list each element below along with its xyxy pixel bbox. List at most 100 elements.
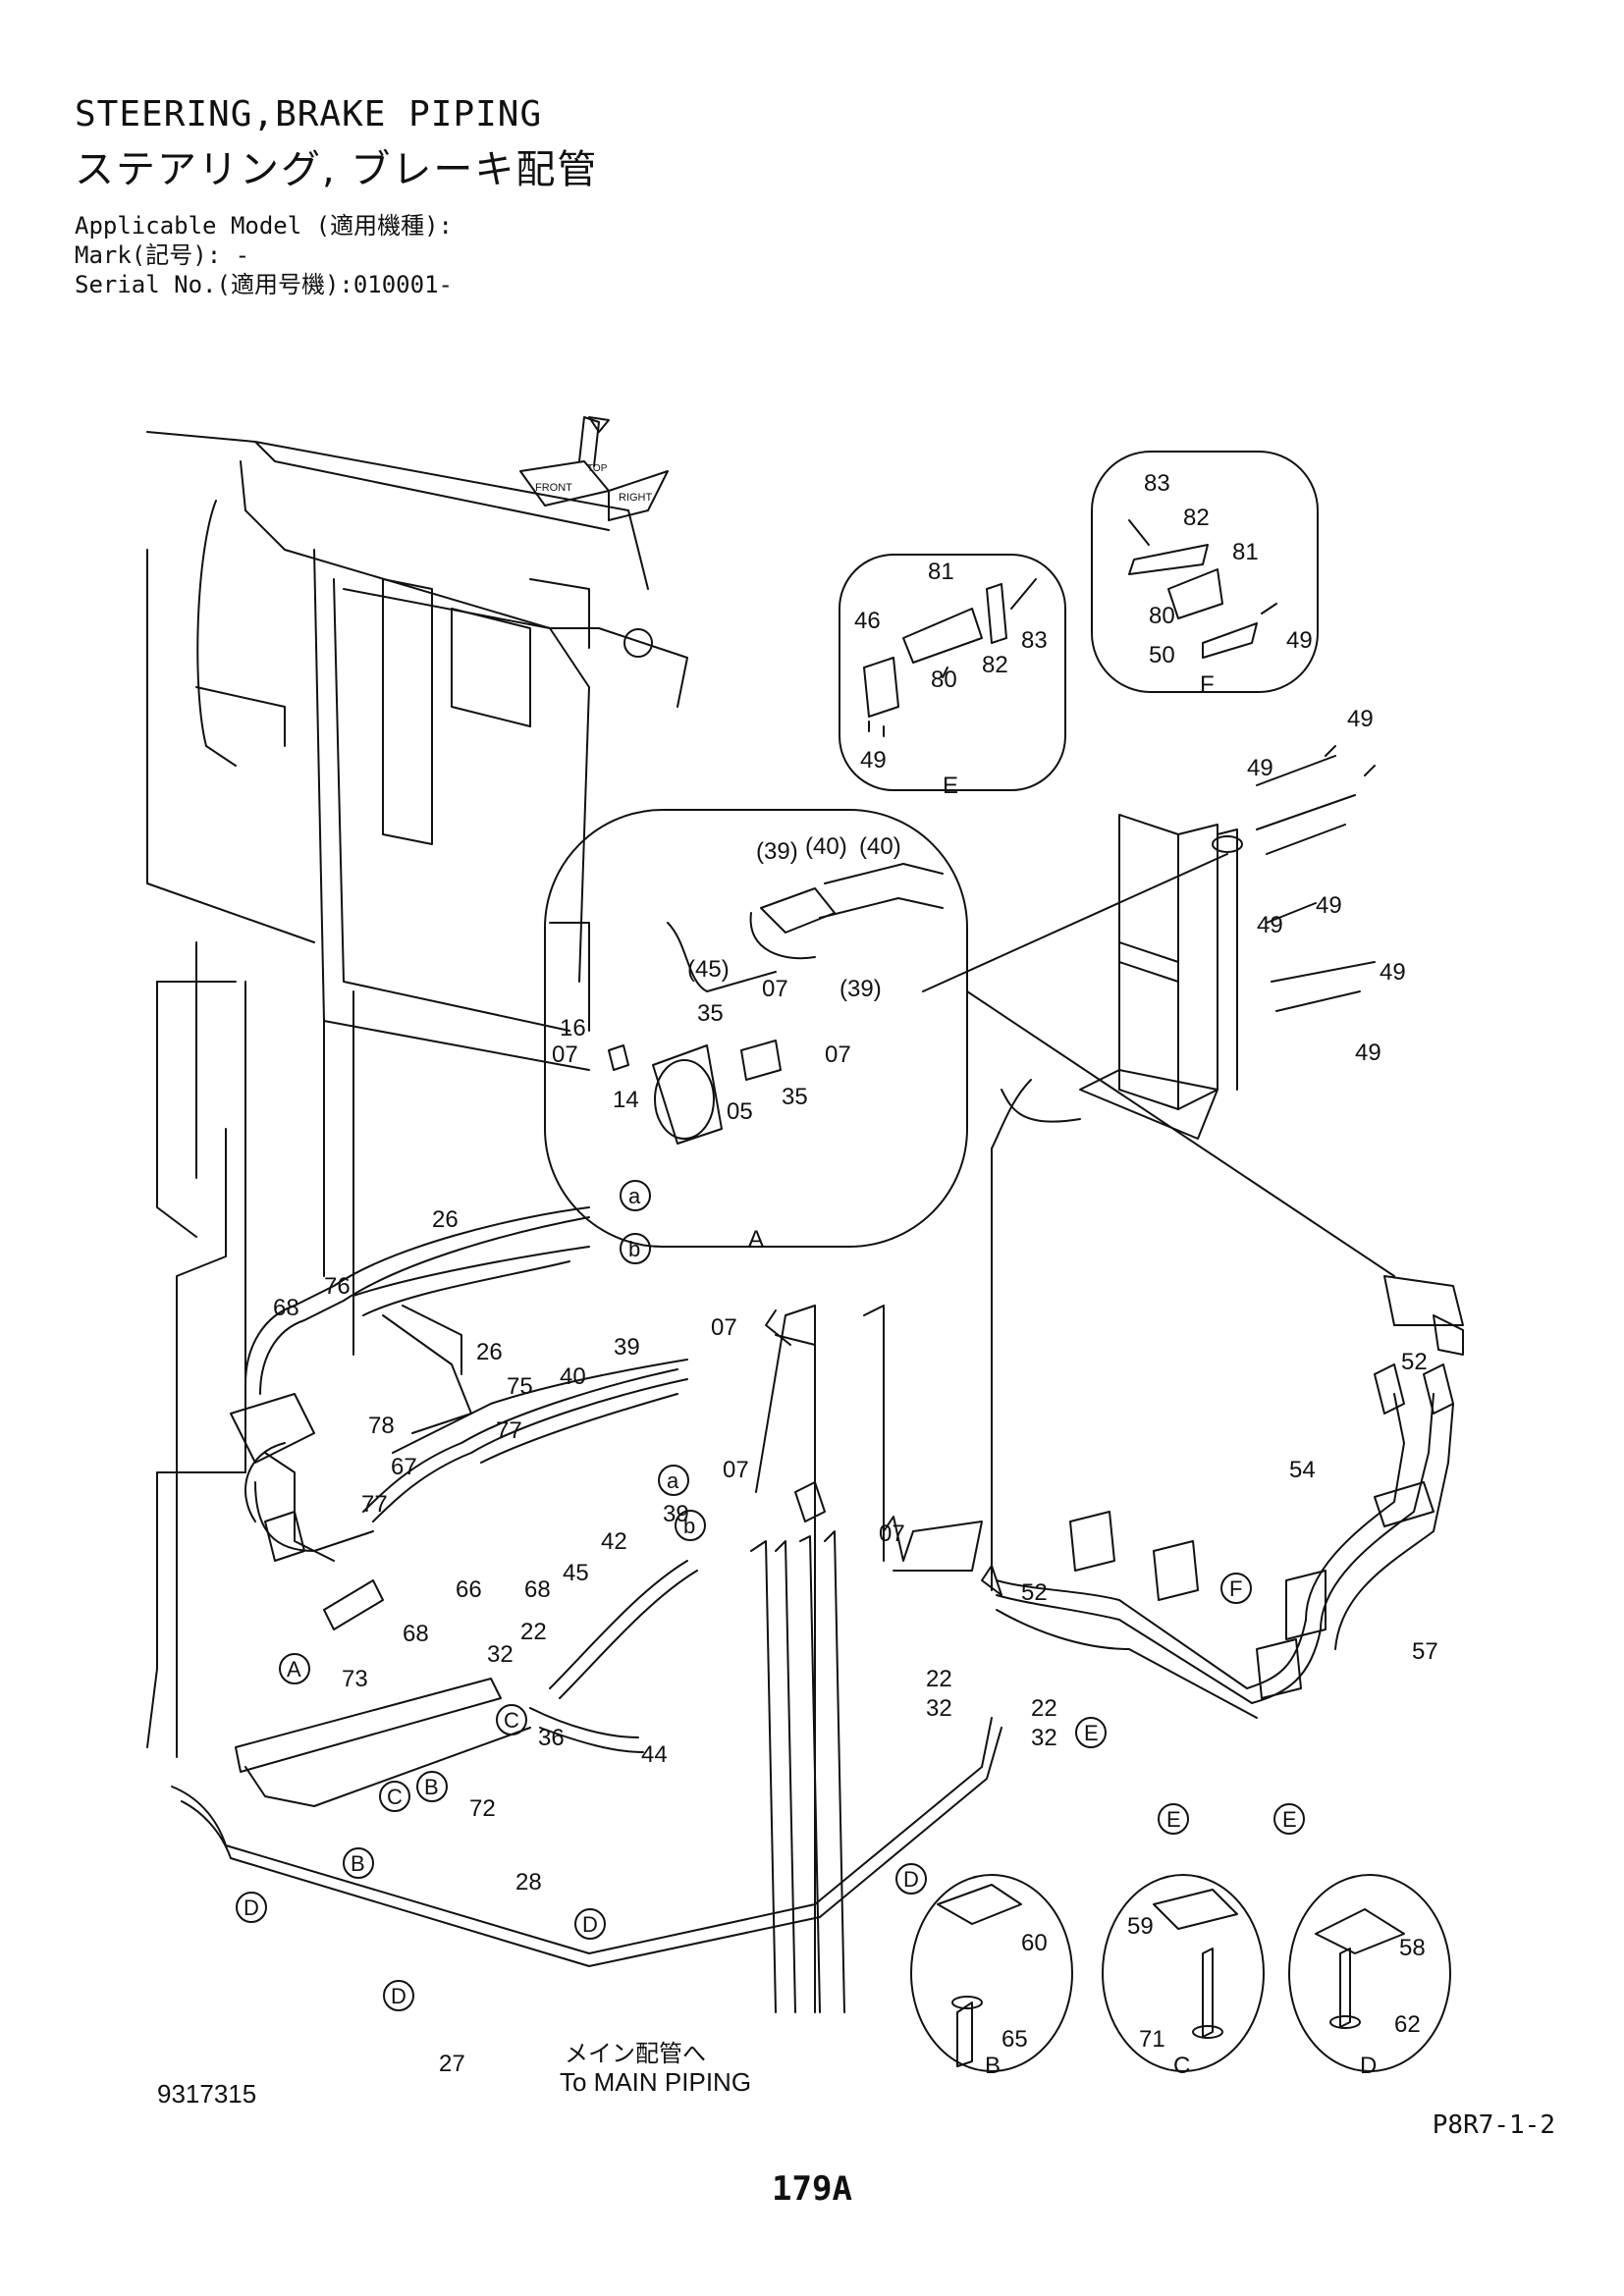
part-39p-b: (39) (839, 976, 882, 1002)
ref-b-callout-2: B (351, 1851, 365, 1876)
part-32-b: 32 (926, 1695, 952, 1722)
top-label: TOP (587, 463, 608, 474)
part-07-b1: 07 (711, 1314, 737, 1341)
drawing-number: 9317315 (157, 2079, 257, 2109)
part-07-a3: 07 (825, 1041, 851, 1068)
part-68-c: 68 (403, 1621, 429, 1647)
hardware-detail-d (1288, 1874, 1451, 2072)
ref-c-callout-1: C (504, 1708, 519, 1733)
hoses-and-tubes (171, 1206, 1464, 2013)
steering-column-bracket (991, 745, 1376, 1591)
part-60: 60 (1021, 1930, 1048, 1956)
part-76: 76 (324, 1273, 351, 1300)
part-59: 59 (1127, 1913, 1154, 1940)
part-39-a: 39 (614, 1334, 640, 1361)
mark-line: Mark(記号): - (75, 241, 250, 269)
detail-a-label: A (748, 1226, 764, 1253)
part-52-a: 52 (1021, 1579, 1048, 1606)
part-54: 54 (1289, 1457, 1316, 1483)
part-67: 67 (391, 1454, 417, 1480)
part-labels: 83 82 81 80 50 49 81 46 83 82 80 49 49 4… (273, 470, 1438, 2077)
part-73: 73 (342, 1666, 368, 1692)
connector-a-top: a (628, 1184, 641, 1208)
right-label: RIGHT (619, 492, 653, 504)
part-62: 62 (1394, 2011, 1421, 2038)
part-75: 75 (507, 1373, 533, 1400)
part-82-e: 82 (982, 652, 1008, 678)
detail-d-label: D (1360, 2053, 1377, 2079)
detail-a-bubble (544, 809, 1395, 1277)
part-42: 42 (601, 1528, 627, 1555)
part-36: 36 (538, 1725, 565, 1751)
part-49-a6: 49 (1355, 1040, 1381, 1066)
ref-d-callout-4: D (903, 1867, 919, 1892)
ref-e-callout-3: E (1282, 1807, 1297, 1832)
ref-a-callout: A (287, 1657, 301, 1682)
hardware-detail-b (910, 1874, 1073, 2072)
part-45p: (45) (687, 956, 730, 983)
connector-b-top: b (628, 1237, 640, 1261)
part-71: 71 (1139, 2026, 1165, 2053)
title-japanese: ステアリング, ブレーキ配管 (75, 147, 599, 192)
ref-d-callout-1: D (244, 1896, 259, 1920)
note-jp: メイン配管へ (565, 2041, 706, 2067)
part-40: 40 (560, 1363, 586, 1390)
part-07-a1: 07 (762, 976, 788, 1002)
detail-e-label: E (943, 773, 958, 799)
part-68-b: 68 (524, 1576, 551, 1603)
part-81-e: 81 (928, 559, 954, 585)
part-80-f: 80 (1149, 603, 1175, 629)
part-35-a2: 35 (782, 1084, 808, 1110)
part-52-b: 52 (1401, 1349, 1428, 1375)
part-49-a4: 49 (1257, 912, 1283, 938)
ref-c-callout-2: C (387, 1785, 403, 1809)
part-14: 14 (613, 1087, 639, 1113)
part-58: 58 (1399, 1935, 1426, 1961)
part-26-b: 26 (476, 1339, 503, 1365)
part-50-f: 50 (1149, 642, 1175, 668)
front-label: FRONT (535, 482, 572, 494)
part-32-a: 32 (487, 1641, 514, 1668)
part-39p-a: (39) (756, 838, 798, 865)
part-40p-a: (40) (805, 833, 847, 860)
part-57: 57 (1412, 1638, 1438, 1665)
part-82-f: 82 (1183, 505, 1210, 531)
detail-b-label: B (985, 2053, 1001, 2079)
detail-bubble-letters: F E A B C D (748, 671, 1377, 2079)
part-07-a2: 07 (552, 1041, 578, 1068)
part-49-a1: 49 (1347, 706, 1374, 732)
part-83-f: 83 (1144, 470, 1170, 497)
part-78: 78 (368, 1413, 395, 1439)
part-49-a5: 49 (1380, 959, 1406, 986)
part-49-e: 49 (860, 747, 887, 774)
connector-b-mid: b (683, 1514, 695, 1538)
part-35-a1: 35 (697, 1000, 724, 1027)
part-26-a: 26 (432, 1206, 459, 1233)
orientation-symbol: FRONT RIGHT TOP (519, 416, 669, 521)
part-49-a2: 49 (1247, 755, 1273, 781)
part-16: 16 (560, 1015, 586, 1041)
part-40p-b: (40) (859, 833, 901, 860)
circled-callouts: a b a b A C B C B D D D D F E E E (236, 1180, 1305, 2011)
part-80-e: 80 (931, 667, 957, 693)
part-72: 72 (469, 1795, 496, 1822)
detail-f-label: F (1200, 671, 1215, 698)
note-en: To MAIN PIPING (560, 2067, 751, 2097)
part-22-c: 22 (1031, 1695, 1057, 1722)
part-83-e: 83 (1021, 627, 1048, 654)
ref-b-callout-1: B (424, 1775, 439, 1799)
page-number: 179A (772, 2169, 852, 2209)
part-07-b2: 07 (723, 1457, 749, 1483)
cab-frame (146, 431, 688, 1758)
part-05: 05 (727, 1098, 753, 1125)
part-27: 27 (439, 2051, 465, 2077)
part-46-e: 46 (854, 608, 881, 634)
part-77-a: 77 (496, 1417, 522, 1444)
page-code: P8R7-1-2 (1432, 2110, 1555, 2140)
detail-c-label: C (1173, 2053, 1190, 2079)
title-english: STEERING,BRAKE PIPING (75, 94, 543, 134)
serial-number-line: Serial No.(適用号機):010001- (75, 271, 453, 298)
part-49-f: 49 (1286, 627, 1313, 654)
part-77-b: 77 (361, 1491, 388, 1518)
